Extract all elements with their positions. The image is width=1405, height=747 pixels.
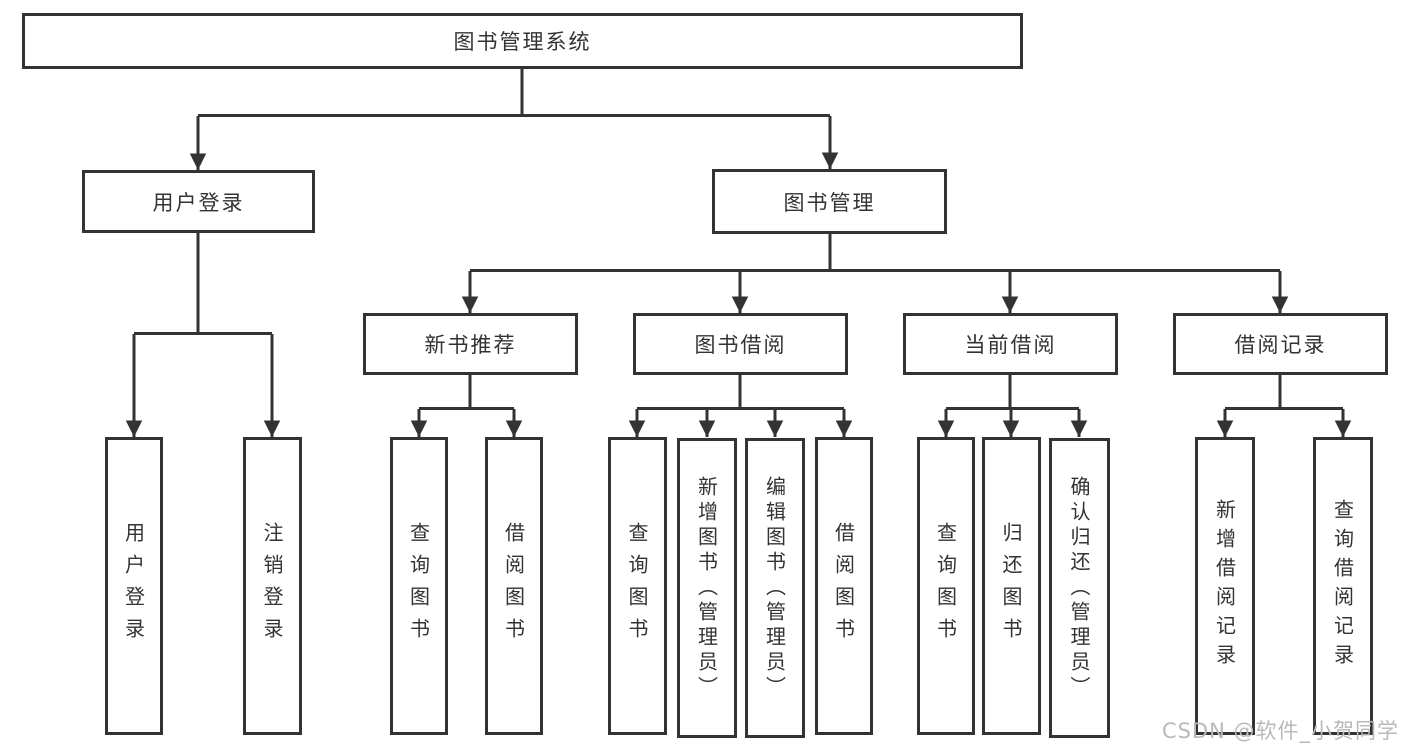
leaf-query-books-2: 查询图书 bbox=[608, 437, 667, 735]
node-new-book-recommend: 新书推荐 bbox=[363, 313, 578, 375]
leaf-query-books-1-label: 查询图书 bbox=[406, 522, 431, 650]
connector-root-trunk bbox=[198, 68, 830, 117]
node-book-borrow: 图书借阅 bbox=[633, 313, 848, 375]
connector-book-borrow-trunk bbox=[637, 375, 844, 410]
node-book-management-label: 图书管理 bbox=[783, 190, 876, 215]
node-book-borrow-label: 图书借阅 bbox=[694, 333, 787, 357]
leaf-add-books-admin: 新增图书（管理员） bbox=[677, 438, 737, 738]
node-current-borrow-label: 当前借阅 bbox=[964, 333, 1057, 357]
leaf-return-books-label: 归还图书 bbox=[999, 522, 1023, 650]
node-current-borrow: 当前借阅 bbox=[903, 313, 1118, 375]
leaf-query-books-2-label: 查询图书 bbox=[625, 522, 649, 650]
leaf-borrow-books-2: 借阅图书 bbox=[815, 437, 873, 735]
leaf-query-borrow-record: 查询借阅记录 bbox=[1313, 437, 1373, 735]
leaf-return-books: 归还图书 bbox=[982, 437, 1041, 735]
leaf-logout: 注销登录 bbox=[243, 437, 302, 735]
leaf-query-books-3-label: 查询图书 bbox=[933, 522, 958, 650]
connector-book-management-trunk bbox=[470, 234, 1280, 272]
node-borrow-records: 借阅记录 bbox=[1173, 313, 1388, 375]
leaf-edit-books-admin-label: 编辑图书（管理员） bbox=[762, 475, 787, 701]
connector-new-book-trunk bbox=[419, 375, 514, 410]
leaf-query-books-1: 查询图书 bbox=[390, 437, 448, 735]
node-root-label: 图书管理系统 bbox=[453, 30, 592, 54]
leaf-borrow-books-2-label: 借阅图书 bbox=[831, 522, 856, 650]
leaf-logout-label: 注销登录 bbox=[260, 522, 284, 650]
leaf-borrow-books-1-label: 借阅图书 bbox=[501, 522, 526, 650]
leaf-add-borrow-record: 新增借阅记录 bbox=[1195, 437, 1255, 735]
node-user-login: 用户登录 bbox=[82, 170, 315, 233]
node-user-login-label: 用户登录 bbox=[152, 190, 245, 215]
node-new-book-recommend-label: 新书推荐 bbox=[424, 333, 517, 357]
leaf-borrow-books-1: 借阅图书 bbox=[485, 437, 543, 735]
connector-user-login-trunk bbox=[134, 233, 272, 335]
leaf-add-borrow-record-label: 新增借阅记录 bbox=[1212, 499, 1237, 673]
node-root: 图书管理系统 bbox=[22, 13, 1023, 69]
node-book-management: 图书管理 bbox=[712, 169, 947, 234]
node-borrow-records-label: 借阅记录 bbox=[1234, 333, 1327, 357]
watermark: CSDN @软件_小贺同学 bbox=[1161, 719, 1399, 743]
leaf-add-books-admin-label: 新增图书（管理员） bbox=[694, 475, 719, 701]
leaf-confirm-return-admin: 确认归还（管理员） bbox=[1049, 438, 1110, 738]
leaf-confirm-return-admin-label: 确认归还（管理员） bbox=[1067, 475, 1091, 701]
leaf-user-login-label: 用户登录 bbox=[121, 522, 146, 650]
leaf-query-books-3: 查询图书 bbox=[917, 437, 975, 735]
leaf-query-borrow-record-label: 查询借阅记录 bbox=[1330, 499, 1355, 673]
connector-borrow-records-trunk bbox=[1225, 375, 1343, 410]
connector-current-borrow-trunk bbox=[946, 375, 1079, 410]
leaf-edit-books-admin: 编辑图书（管理员） bbox=[745, 438, 805, 738]
leaf-user-login: 用户登录 bbox=[105, 437, 163, 735]
